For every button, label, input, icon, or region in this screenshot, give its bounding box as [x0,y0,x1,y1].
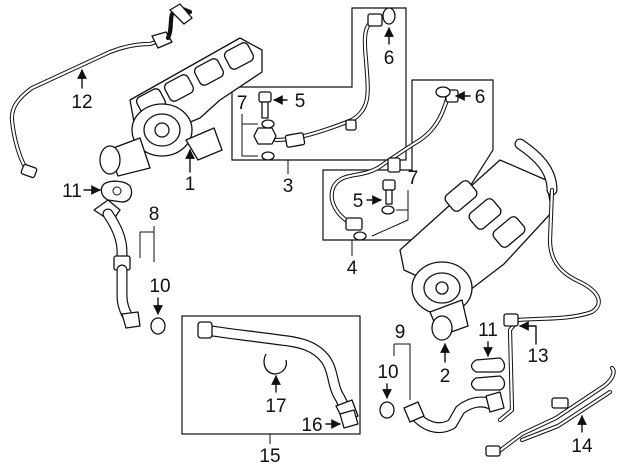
callout-6-upper: 6 [384,48,395,69]
gasket-part-11-left [100,180,133,203]
group-box-3 [231,7,407,161]
coolant-hose-part-15 [197,321,359,423]
clip-part-17 [263,353,288,375]
callout-3: 3 [283,176,294,197]
gasket-part-11-right-b [470,375,506,391]
gasket-part-11-right-a [470,357,506,373]
turbocharger-part-2 [399,159,553,341]
clamp-part-16 [339,409,359,429]
washer-part-7-lower-b [353,231,367,241]
callout-12: 12 [71,92,92,113]
callout-11-right: 11 [478,320,498,341]
washer-part-7-lower-a [381,205,395,215]
callout-11-left: 11 [62,181,82,202]
group-box-15 [181,315,361,435]
bolt-part-5-upper [258,91,272,119]
callout-1: 1 [185,174,196,195]
callout-13: 13 [527,346,548,367]
callout-15: 15 [259,446,280,467]
coolant-pipe-part-14 [485,365,616,457]
leader-7-upper [241,114,258,157]
callout-14: 14 [571,436,593,457]
callout-2: 2 [440,366,451,387]
bolt-part-5-lower [382,179,396,205]
coolant-hose-part-13 [497,138,601,423]
callout-5-upper: 5 [295,91,306,112]
seal-part-10-left [150,317,166,335]
callout-10-right: 10 [377,362,398,383]
callout-8: 8 [149,204,160,225]
oil-line-part-4 [329,89,459,231]
callout-6-lower: 6 [475,87,486,108]
oil-return-line-part-8 [93,199,141,329]
seal-part-10-right [379,401,395,419]
leader-9 [393,343,411,400]
leader-8 [139,226,155,262]
callout-16: 16 [301,415,322,436]
seal-part-6-lower [435,86,451,98]
oil-feed-line-part-3 [253,13,383,148]
washer-part-7-upper-a [261,119,275,129]
callout-17: 17 [265,396,286,417]
turbocharger-part-1 [99,37,263,177]
callout-10-left: 10 [149,276,170,297]
coolant-pipe-part-12 [9,3,193,179]
seal-part-6-upper [382,7,396,25]
callout-9: 9 [395,322,406,343]
oil-return-line-part-9 [403,391,505,434]
callout-4: 4 [347,258,358,279]
leader-7-lower [371,190,409,237]
callout-5-lower: 5 [353,191,364,212]
washer-part-7-upper-b [261,151,275,161]
callout-7-upper: 7 [237,93,248,114]
group-box-4 [322,79,494,241]
callout-7-lower: 7 [408,168,419,189]
leader-13 [519,321,537,345]
